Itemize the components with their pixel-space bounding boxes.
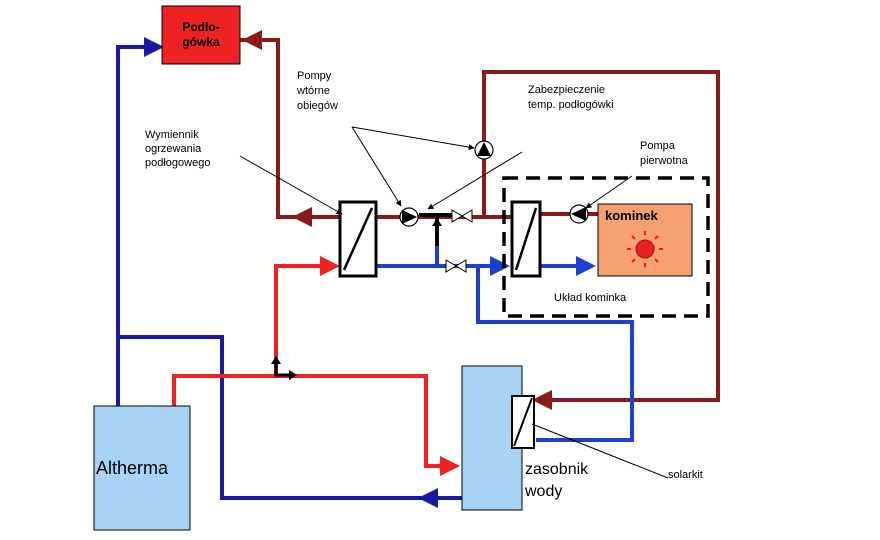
pipe-solar-loop: [476, 266, 634, 442]
pipe-safety-loop: [482, 70, 720, 410]
wymiennik-label-3: podłogowego: [145, 157, 210, 169]
altherma-box: [93, 405, 191, 531]
zabezp-label-2: temp. podłogówki: [528, 99, 614, 111]
pompy-label-2: wtórne: [296, 85, 330, 97]
junction-arrow-icon: [271, 356, 297, 380]
zasobnik-box: [461, 365, 523, 511]
wymiennik-label-2: ogrzewania: [145, 143, 202, 155]
podlogowka-label-1: Podło-: [182, 20, 219, 34]
pipe-podlogowka-return: [240, 38, 340, 219]
wymiennik-label-1: Wymiennik: [145, 129, 199, 141]
pompa-label-2: pierwotna: [640, 155, 689, 167]
fireplace-heat-exchanger: [510, 200, 542, 278]
check-valve-upper-icon: [451, 209, 473, 223]
leader-pompy-2: [351, 126, 475, 151]
uklad-label: Układ kominka: [554, 292, 627, 304]
pompy-label-1: Pompy: [297, 70, 332, 82]
pompy-label-3: obiegów: [297, 100, 338, 112]
check-valve-lower-icon: [445, 259, 467, 273]
uklad-kominka-frame: [502, 176, 710, 318]
leader-pompy-1: [351, 126, 402, 207]
fire-sun-icon: [627, 231, 663, 267]
zasobnik-label-1: zasobnik: [525, 461, 589, 478]
pipe-altherma-branch: [118, 335, 462, 500]
podlogowka-box: [161, 5, 241, 65]
pompa-label-1: Pompa: [640, 140, 676, 152]
zabezp-label-1: Zabezpieczenie: [528, 84, 605, 96]
zasobnik-label-2: wody: [524, 483, 562, 500]
solar-coil-diagonal: [513, 397, 533, 447]
leader-wymiennik: [239, 155, 343, 215]
altherma-label: Altherma: [96, 458, 169, 478]
podlogowka-label-2: gówka: [182, 35, 220, 49]
mixing-valve-icon: [419, 213, 454, 246]
floor-heat-exchanger: [338, 200, 378, 278]
leader-zabezp: [427, 151, 523, 210]
pipe-altherma-to-podlogowka: [116, 37, 164, 406]
safety-pump-icon: [474, 140, 494, 160]
kominek-label: kominek: [605, 208, 659, 223]
leader-pompa: [585, 175, 633, 209]
pipe-hot-to-tank: [172, 374, 460, 476]
pipe-hot-to-exchanger: [274, 256, 340, 376]
primary-pump-icon: [569, 204, 589, 224]
solarkit-label: solarkit: [668, 469, 703, 481]
secondary-pump-icon: [399, 207, 419, 227]
leader-solarkit: [531, 423, 669, 479]
